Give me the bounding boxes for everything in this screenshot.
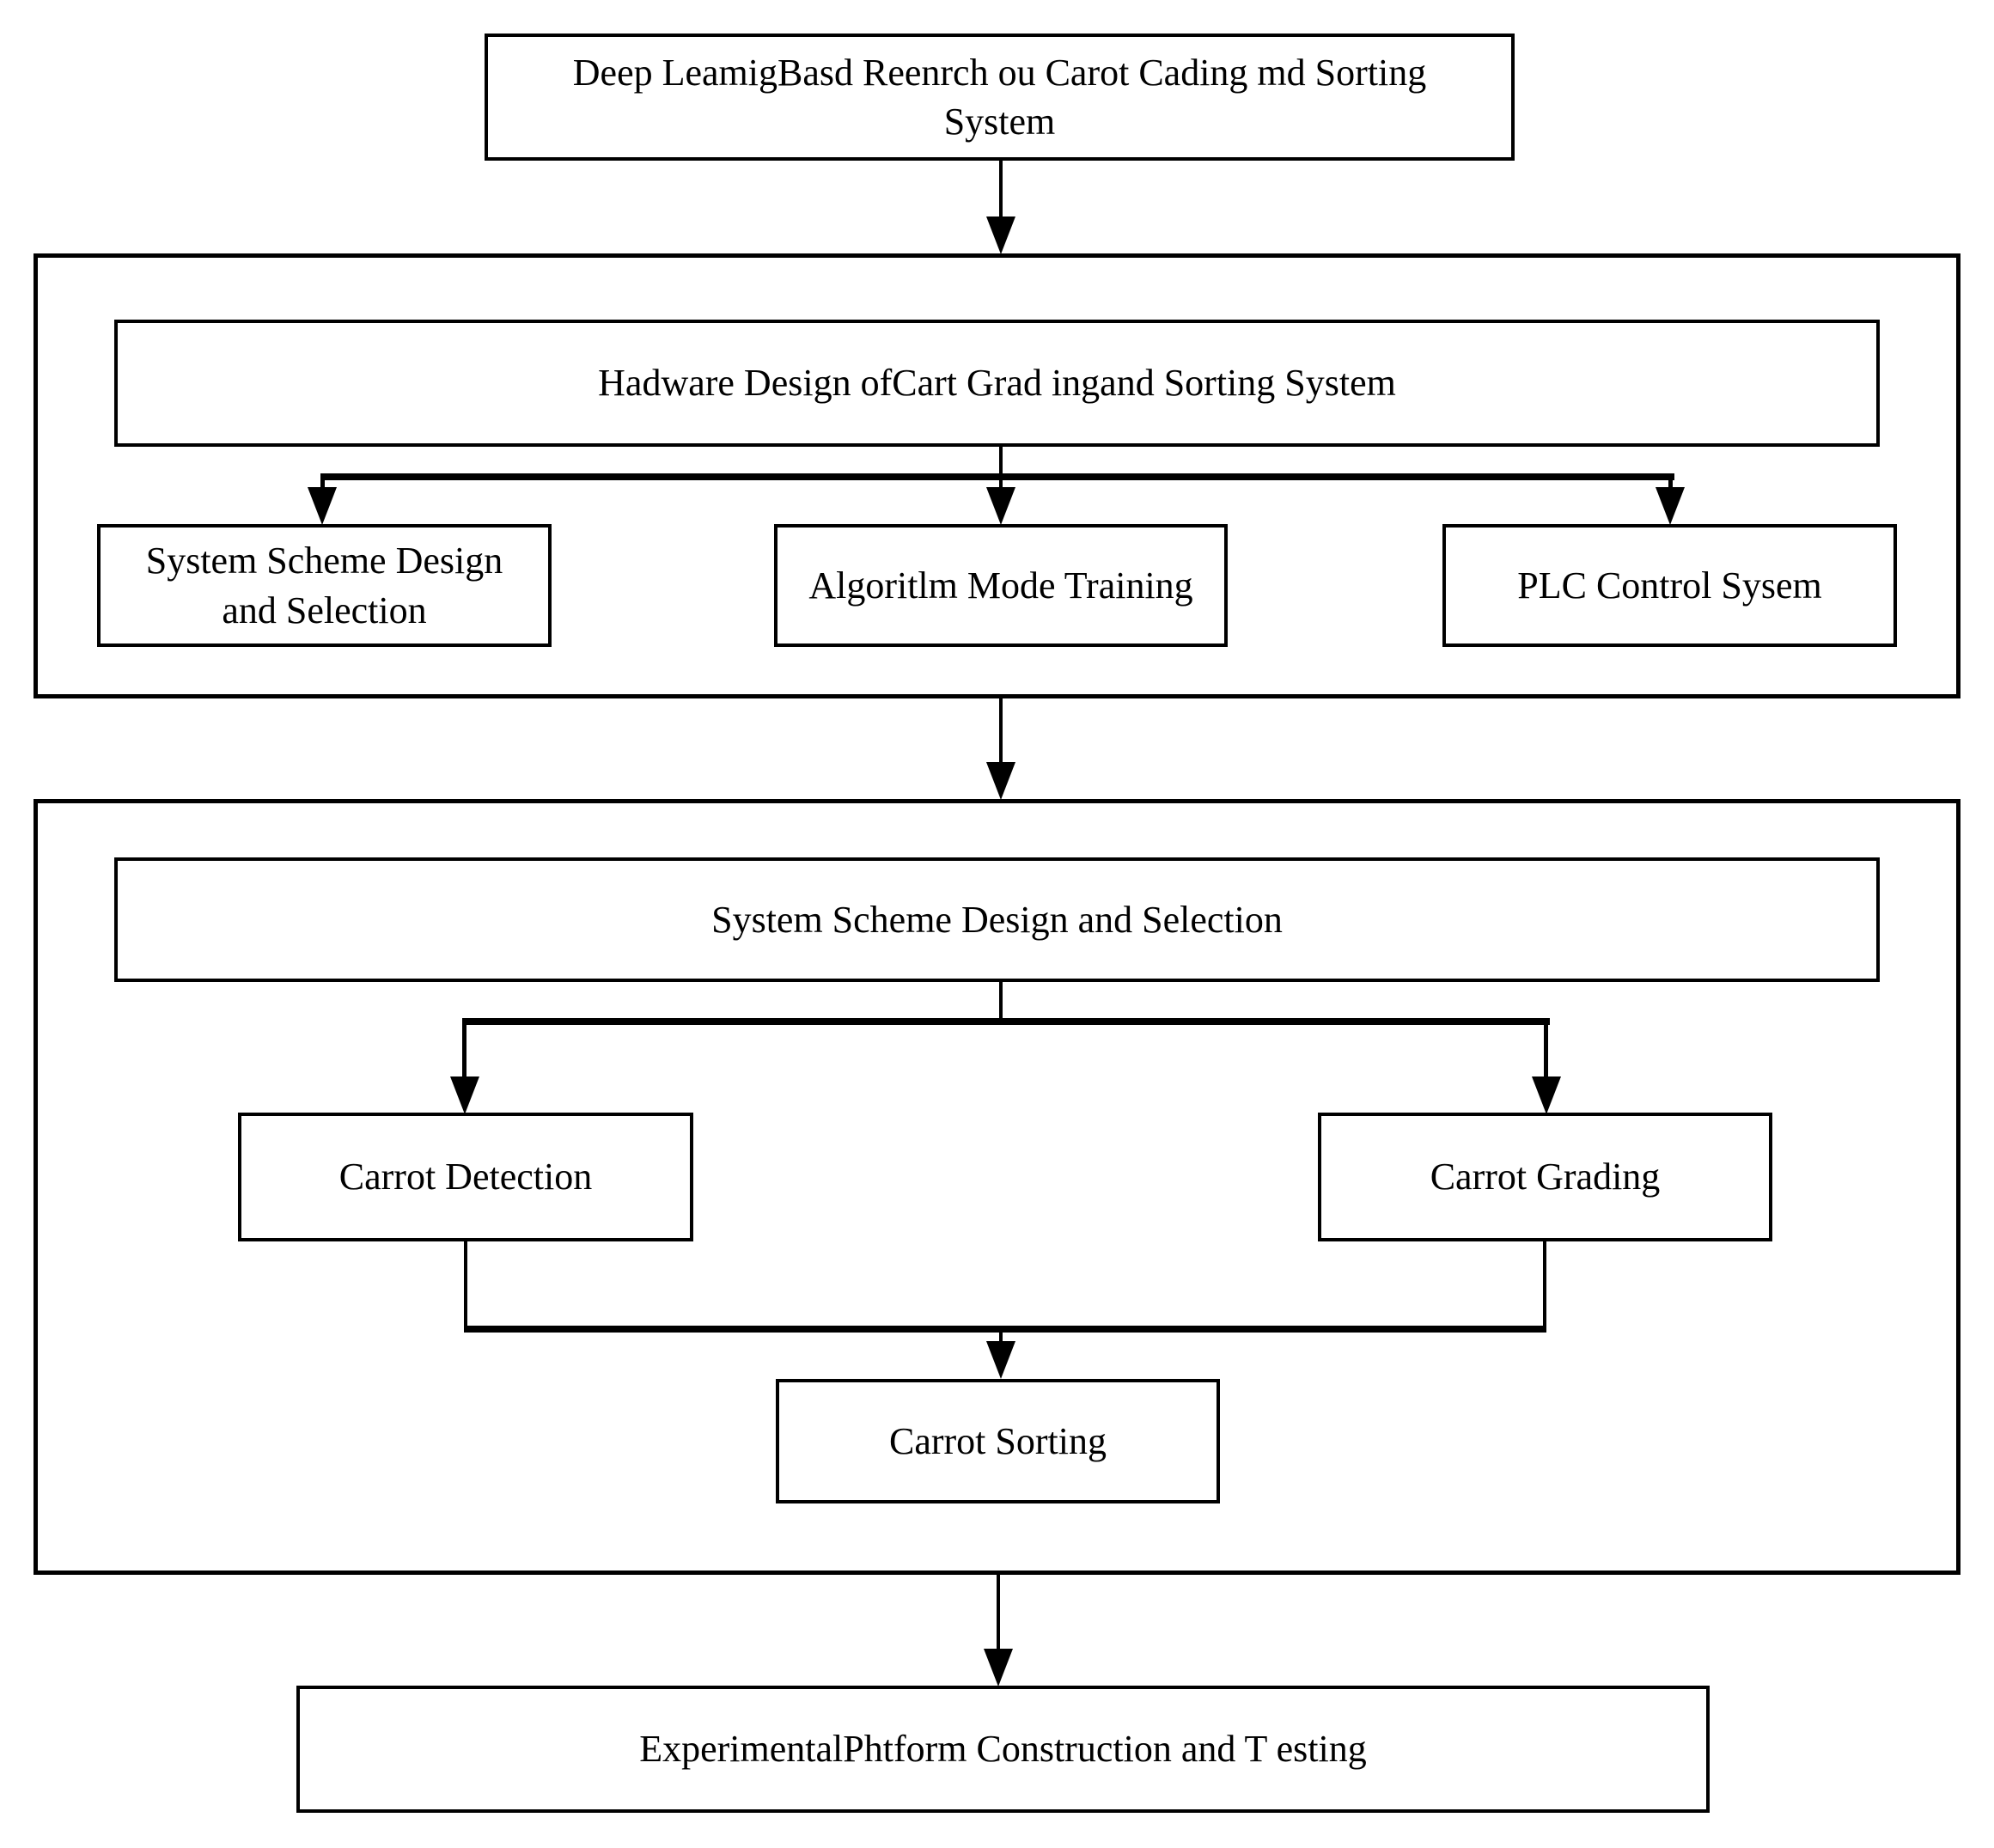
title-box-label: Deep LeamigBasd Reenrch ou Carot Cading … [572,51,1427,143]
hardware-child-scheme-design-box: System Scheme Design and Selection [97,524,552,647]
arrowhead-hardware-center [986,487,1015,525]
scheme-header-label: System Scheme Design and Selection [711,898,1283,941]
arrowhead-scheme-left [450,1076,479,1114]
arrowhead-title-to-hardware [986,217,1015,254]
footer-box: ExperimentalPhtform Construction and T e… [296,1686,1710,1813]
hardware-child-plc-control-box: PLC Control Sysem [1442,524,1897,647]
connector-merge-right-stem [1543,1241,1546,1333]
connector-merge-bar [464,1326,1546,1333]
hardware-header-label: Hadware Design ofCart Grad ingand Sortin… [598,362,1396,405]
footer-label: ExperimentalPhtform Construction and T e… [639,1728,1367,1771]
connector-title-to-hardware [999,161,1003,224]
carrot-sorting-label: Carrot Sorting [889,1419,1107,1462]
connector-scheme-drop-left [462,1018,466,1083]
connector-hardware-header-stem [999,447,1003,479]
carrot-grading-box: Carrot Grading [1318,1113,1772,1241]
hardware-child-algorithm-training-label: Algoritlm Mode Training [808,564,1193,607]
connector-scheme-drop-right [1544,1018,1548,1083]
connector-hardware-branch-bar [320,473,1674,480]
arrowhead-merge-to-sorting [986,1341,1015,1379]
hardware-child-scheme-design-label: System Scheme Design and Selection [145,540,503,631]
connector-hardware-to-scheme [999,698,1003,769]
hardware-header-box: Hadware Design ofCart Grad ingand Sortin… [114,320,1880,447]
arrowhead-scheme-to-footer [984,1649,1013,1686]
connector-scheme-header-stem [999,982,1003,1024]
connector-scheme-to-footer [997,1575,1000,1656]
hardware-child-algorithm-training-box: Algoritlm Mode Training [774,524,1228,647]
carrot-detection-label: Carrot Detection [338,1156,593,1198]
arrowhead-hardware-left [308,487,337,525]
arrowhead-hardware-right [1656,487,1685,525]
connector-hardware-drop-right [1668,473,1673,494]
carrot-sorting-box: Carrot Sorting [776,1379,1220,1503]
arrowhead-scheme-right [1532,1076,1561,1114]
connector-merge-left-stem [464,1241,467,1333]
scheme-header-box: System Scheme Design and Selection [114,857,1880,982]
carrot-detection-box: Carrot Detection [238,1113,693,1241]
hardware-child-plc-control-label: PLC Control Sysem [1517,564,1822,607]
connector-scheme-branch-bar [462,1018,1550,1025]
connector-hardware-drop-left [320,473,325,494]
carrot-grading-label: Carrot Grading [1430,1156,1661,1198]
title-box: Deep LeamigBasd Reenrch ou Carot Cading … [485,34,1515,161]
arrowhead-hardware-to-scheme [986,762,1015,800]
connector-hardware-drop-center [999,473,1003,494]
